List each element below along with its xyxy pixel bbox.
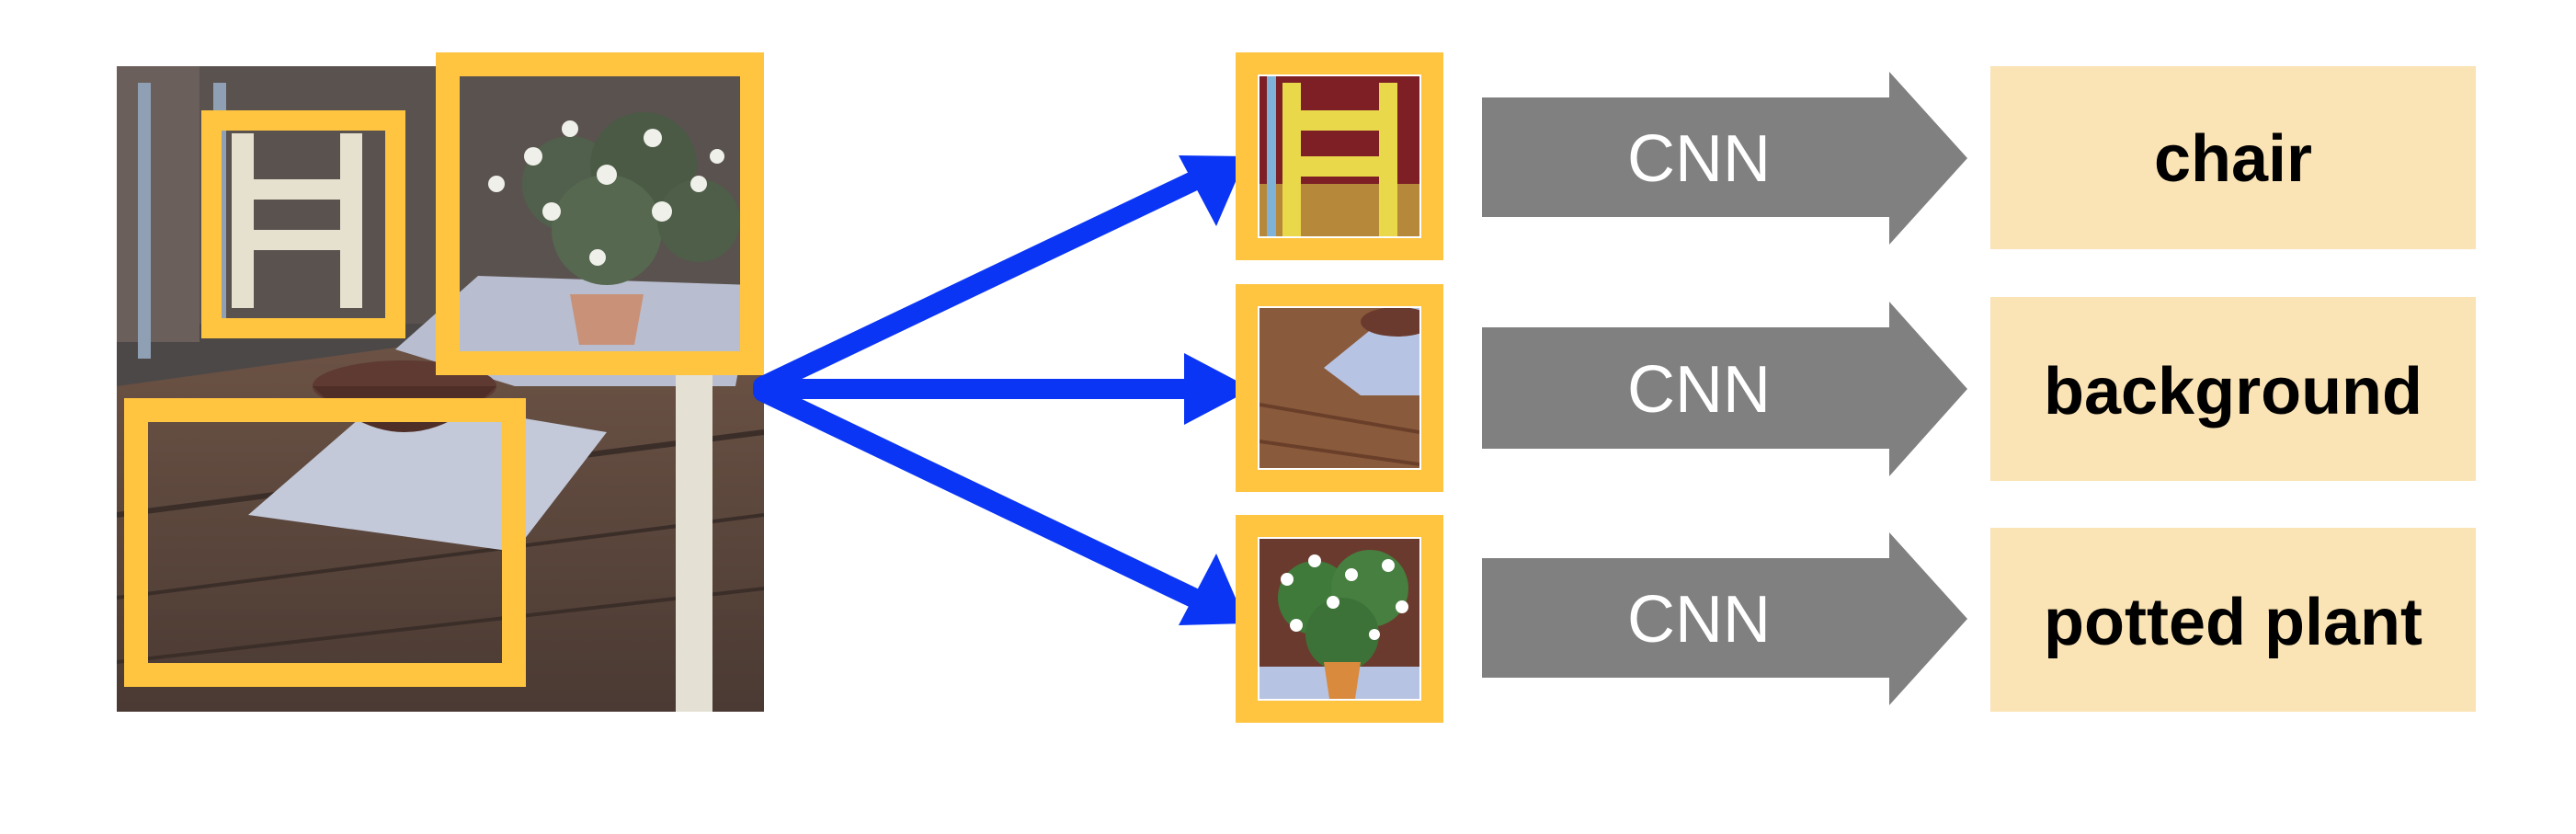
proposal-box-plant — [436, 52, 764, 375]
arrow-to-crop-3 — [753, 382, 1205, 609]
class-output-1: chair — [1990, 66, 2476, 249]
arrowhead-2 — [1184, 353, 1252, 425]
class-label-potted-plant: potted plant — [2044, 586, 2422, 659]
cnn-arrow-2 — [1482, 302, 1967, 476]
class-box-3 — [1990, 528, 2476, 712]
class-box-2 — [1990, 297, 2476, 481]
class-label-background: background — [2044, 355, 2422, 428]
cnn-arrow-3 — [1482, 532, 1967, 705]
region-proposals — [124, 52, 764, 687]
arrowhead-1 — [1179, 155, 1247, 226]
proposal-box-background — [124, 398, 526, 687]
crop-1-chair — [1236, 52, 1443, 260]
class-output-3: potted plant — [1990, 528, 2476, 712]
cnn-label-1: CNN — [1627, 122, 1771, 196]
cnn-label-2: CNN — [1627, 353, 1771, 427]
fan-out-arrows — [753, 155, 1252, 625]
crop-2-background — [1236, 284, 1443, 492]
arrowhead-3 — [1179, 554, 1247, 625]
class-label-chair: chair — [2154, 122, 2312, 196]
cnn-label-3: CNN — [1627, 583, 1771, 657]
class-box-1 — [1990, 66, 2476, 249]
proposal-box-chair — [201, 110, 405, 338]
class-output-2: background — [1990, 297, 2476, 481]
cnn-block-3: CNN — [1482, 532, 1967, 705]
crop-3-plant — [1236, 515, 1443, 723]
cnn-arrow-1 — [1482, 72, 1967, 245]
arrow-to-crop-1 — [753, 170, 1205, 396]
cnn-block-1: CNN — [1482, 72, 1967, 245]
cnn-block-2: CNN — [1482, 302, 1967, 476]
